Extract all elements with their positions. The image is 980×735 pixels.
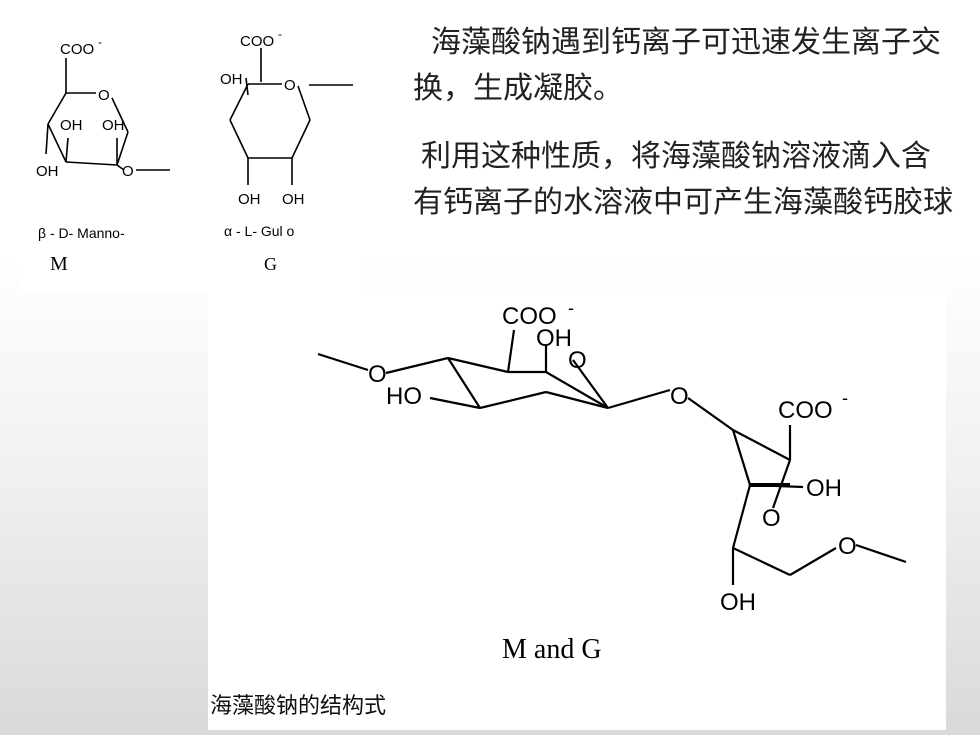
g-name-label: α - L- Gul o <box>224 223 295 239</box>
m-link-o-label: O <box>122 163 134 180</box>
mg-oh1-label: OH <box>536 325 572 352</box>
mg-oh3-label: OH <box>720 589 756 616</box>
m-oh1-label: OH <box>60 117 83 134</box>
mannuronate-labels: COO - O OH OH OH O β - D- Manno- M <box>36 35 134 275</box>
guluronate-bonds <box>229 48 353 185</box>
dimer-structure-panel: COO - OH O O HO O COO - OH O O OH M and … <box>208 290 946 730</box>
g-oh-top-label: OH <box>220 71 243 88</box>
m-oh2-label: OH <box>102 117 125 134</box>
mg-ring-o2-label: O <box>762 505 781 532</box>
dimer-labels: COO - OH O O HO O COO - OH O O OH M and … <box>368 298 857 665</box>
mg-oh2-label: OH <box>806 475 842 502</box>
description-paragraph-2: 利用这种性质，将海藻酸钠溶液滴入含有钙离子的水溶液中可产生海藻酸钙胶球 <box>413 139 953 220</box>
m-charge-label: - <box>98 35 102 49</box>
g-ring-o-label: O <box>284 77 296 94</box>
mg-charge2-label: - <box>842 388 848 408</box>
mg-label: M and G <box>502 634 602 665</box>
mg-coo1-label: COO <box>502 303 557 330</box>
mg-o-bridge-label: O <box>670 383 689 410</box>
mg-ho-label: HO <box>386 383 422 410</box>
guluronate-labels: COO - OH O OH OH α - L- Gul o G <box>220 27 305 274</box>
g-oh-b1-label: OH <box>238 191 261 208</box>
mg-coo2-label: COO <box>778 397 833 424</box>
m-coo-label: COO <box>60 41 94 58</box>
m-oh3-label: OH <box>36 163 59 180</box>
dimer-bonds <box>317 329 907 585</box>
m-name-label: β - D- Manno- <box>38 225 125 241</box>
dimer-structure-svg: COO - OH O O HO O COO - OH O O OH M and … <box>317 298 907 665</box>
m-ring-o-label: O <box>98 87 110 104</box>
monomer-structures-panel: COO - O OH OH OH O β - D- Manno- M COO - <box>20 20 360 290</box>
mannuronate-bonds <box>45 58 170 171</box>
mg-ring-o1-label: O <box>568 347 587 374</box>
description-paragraph-1: 海藻酸钠遇到钙离子可迅速发生离子交换，生成凝胶。 <box>413 25 941 106</box>
m-letter-label: M <box>50 253 68 275</box>
g-coo-label: COO <box>240 33 274 50</box>
mg-o-left-label: O <box>368 361 387 388</box>
mg-charge1-label: - <box>568 298 574 318</box>
g-letter-label: G <box>264 254 277 274</box>
monomer-structures-svg: COO - O OH OH OH O β - D- Manno- M COO - <box>36 27 353 275</box>
g-charge-label: - <box>278 27 282 41</box>
mg-o-right-label: O <box>838 533 857 560</box>
structure-caption: 海藻酸钠的结构式 <box>210 694 387 719</box>
g-oh-b2-label: OH <box>282 191 305 208</box>
